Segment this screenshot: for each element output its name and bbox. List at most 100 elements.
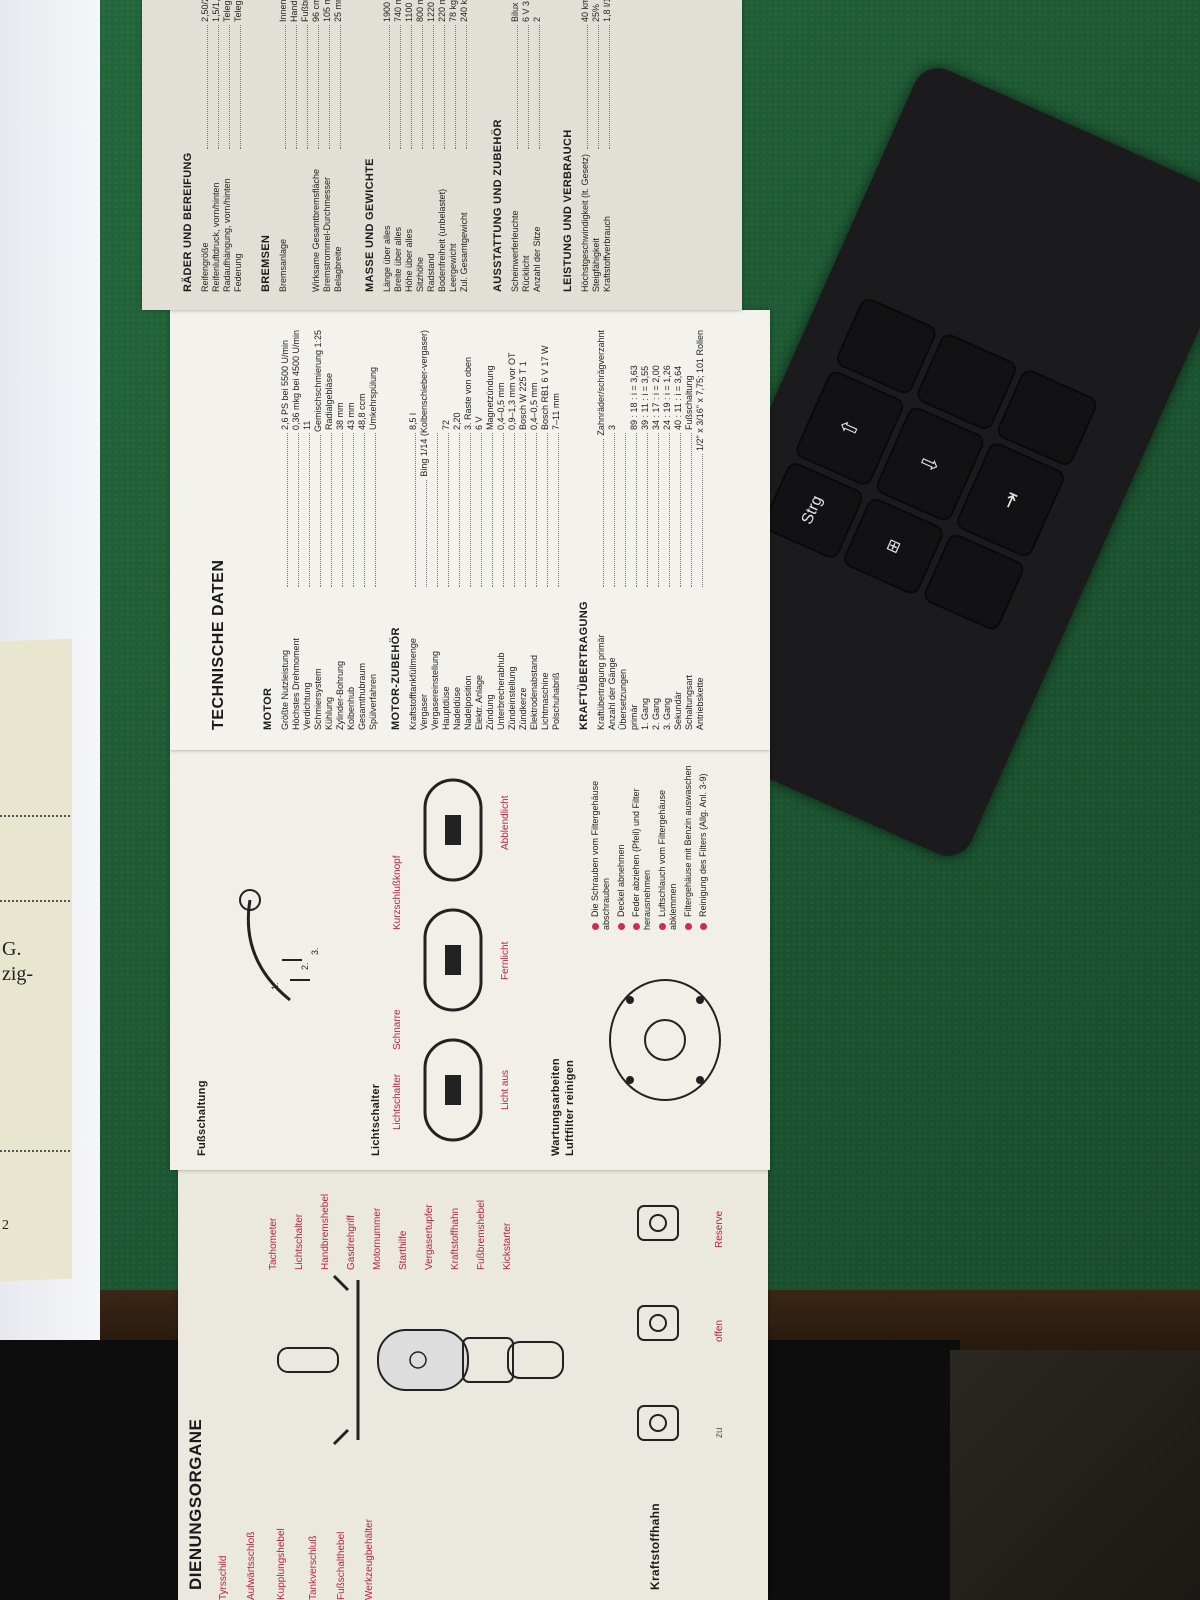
dot-leader [474,433,482,587]
label-foot-shift-lever: Fußschalthebel [336,1531,347,1600]
label-carb-tickler: Vergasertupfer [424,1204,435,1270]
dot-leader [280,433,288,587]
step-text: Filtergehäuse mit Benzin auswaschen [683,765,693,917]
motor-title: MOTOR [262,687,274,730]
spec-label: Vergaser [419,693,429,730]
tab-arrow-icon: ⇥ [997,487,1025,513]
spec-value: 220 mm [437,0,447,22]
spec-label: Bremstrommel-Durchmesser [322,176,332,292]
spec-label: Wirksame Gesamtbremsfläche [311,168,321,292]
dot-leader [459,25,467,149]
spec-value: 2,6 PS bei 5500 U/min [280,339,290,430]
spec-value: Innenbackenbremse [278,0,289,22]
dotted-line [0,900,70,902]
spec-value: 1,8 l/100 km [602,0,613,22]
spec-label: Zul. Gesamtgewicht [459,212,469,292]
light-label: Abblendlicht [500,795,511,850]
spec-value: 7–11 mm [551,393,561,430]
fuel-tap-closed-label: zu [714,1427,725,1438]
spec-value: 1,5/1,9 atü [211,0,221,22]
spec-label: Nadeldüse [452,686,462,730]
gear-number: 1. [270,982,280,990]
step-text: Deckel abnehmen [616,844,626,917]
dot-leader [357,433,365,587]
spec-row: Radaufhängung, vorn/hinten Telegabel/Schw… [222,0,233,292]
spec-value: 34 : 17 : i = 2,00 [651,365,661,430]
label-light-switch: Lichtschalter [294,1213,305,1270]
spec-row: FederungTelegabel/Telefeder [233,0,244,292]
dimensions-title: MASSE UND GEWICHTE [364,158,376,292]
spec-value: 0,9–1,3 mm vor OT [507,352,517,430]
spec-label: Rücklicht [521,255,531,292]
dot-leader [322,25,330,149]
spec-value: 3. Raste von oben [463,356,473,430]
dot-leader [419,479,427,587]
dot-leader [368,433,376,587]
dot-leader [507,433,515,587]
maintenance-steps: Die Schrauben vom Filtergehäuse abschrau… [590,760,713,930]
label-speedometer: Tachometer [268,1217,279,1270]
spec-value: Bosch RB1 6 V 17 W [540,345,550,430]
dot-leader [510,25,518,149]
dot-leader [404,25,412,149]
dot-leader [591,25,599,149]
dot-leader [426,25,434,149]
spec-value: Umkehrspülung [368,366,378,430]
spec-label: Radaufhängung, vorn/hinten [222,178,232,292]
spec-label: Vergasereinstellung [430,650,440,730]
spec-value [618,330,629,430]
dot-leader [618,433,626,587]
spec-value: Telegabel/Schwinge [222,0,233,22]
dot-leader [200,25,208,149]
spec-value [430,330,441,430]
ctrl-key-label: Strg [798,493,827,528]
fuel-tap-illustrations [637,1205,679,1441]
spec-label: Hauptdüse [441,686,451,730]
caps-arrow-icon: ⇩ [914,450,945,478]
bullet-icon [633,923,641,930]
motorcycle-top-view-illustration [277,1274,564,1446]
label-fuel-tap: Kraftstoffhahn [450,1207,461,1270]
spec-value: 38 mm [335,402,345,430]
spec-label: Reifenluftdruck, vorn/hinten [211,182,221,292]
panel-title: DIENUNGSORGANE [186,1418,205,1590]
dot-leader [302,433,310,587]
light-label: Schnarre [392,1009,403,1050]
spec-value: 40 km/h [580,0,590,22]
dot-leader [211,25,219,149]
dot-leader [448,25,456,149]
spec-value: Zahnräder/schrägverzahnt [596,330,606,436]
spec-value: 800 mm [415,0,425,22]
dot-leader [311,25,319,149]
spec-value: 0,4–0,5 mm [529,382,539,430]
dot-leader [278,25,286,149]
spec-label: Höhe über alles [404,228,414,292]
bullet-icon [592,923,600,930]
spec-label: Schmiersystem [313,668,323,730]
panel-controls: DIENUNGSORGANE Tyrsschild Aufwärtsschloß… [178,1170,768,1600]
dot-leader [551,433,559,587]
spec-label: Zündung [485,694,495,730]
spec-value: 0,4–0,5 mm [496,382,506,430]
fuel-tap-reserve-label: Reserve [714,1210,725,1248]
step-text: Die Schrauben vom Filtergehäuse abschrau… [590,780,611,930]
dot-leader [335,433,343,587]
dot-leader [346,433,354,587]
spec-row: Übersetzungen [618,330,629,730]
spec-label: Belagbreite [333,246,343,292]
spec-label: Verdichtung [302,682,312,730]
spec-row: BremsanlageInnenbackenbremse [278,0,289,292]
maintenance-step: Luftschlauch vom Filtergehäuse abklemmen [657,760,679,930]
spec-label: Übersetzungen [618,668,628,730]
step-text: Feder abziehen (Pfeil) und Filter heraus… [631,788,652,930]
